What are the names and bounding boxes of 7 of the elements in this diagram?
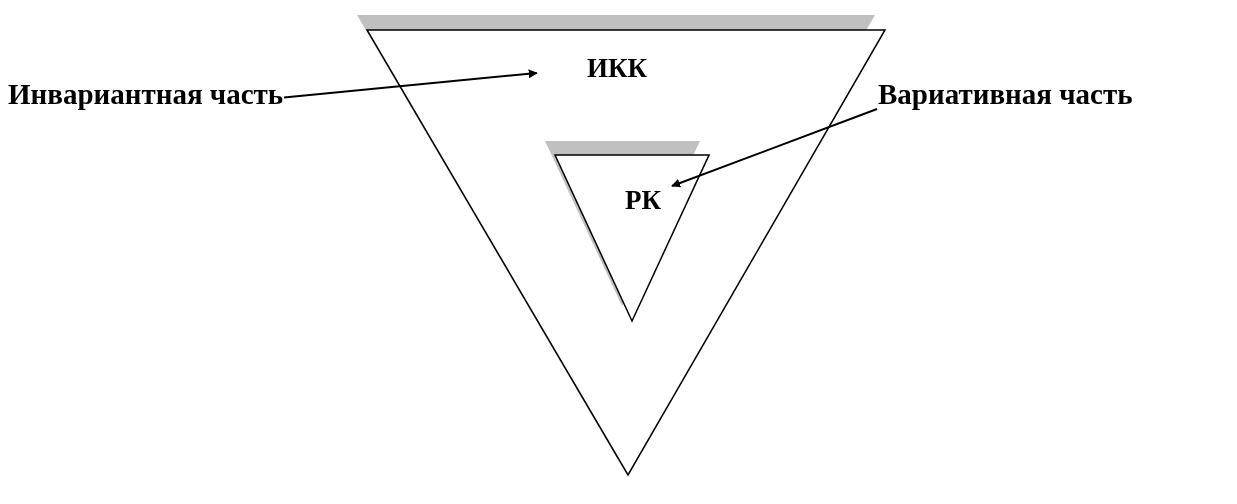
triangle-label: РК (624, 187, 662, 214)
arrow (283, 69, 538, 99)
triangle-label: ИКК (586, 55, 648, 82)
inner-triangle (545, 141, 710, 323)
arrow (671, 108, 878, 188)
label-text: Инвариантная часть (8, 80, 284, 109)
label-text: Вариативная часть (878, 80, 1133, 109)
